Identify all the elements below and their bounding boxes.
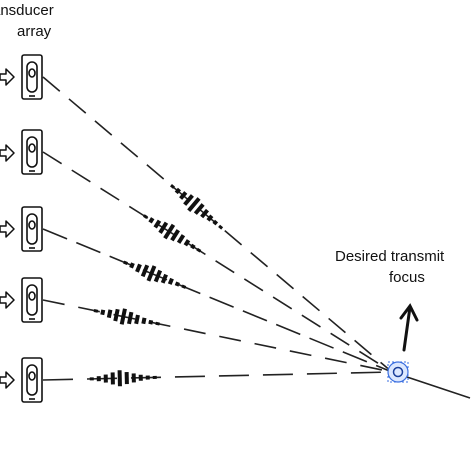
pulse-bar [96,376,101,382]
pulse-bar [89,377,94,381]
transducer-2 [21,129,43,175]
focus-label-line1: Desired transmit [335,248,445,265]
pulse-bar [176,234,186,244]
pulse-bar [103,374,108,383]
pulse-2 [142,214,202,253]
beam-path-4 [42,299,393,373]
beam-paths [42,76,471,399]
beam-path-3 [42,228,393,373]
input-arrows [0,68,15,389]
pulse-bar [124,372,129,385]
pulse-1 [170,184,224,230]
pulse-bar [146,265,157,282]
pulse-bar [187,197,201,212]
pulse-bar [148,217,155,224]
beam-path-5 [42,371,393,381]
pulse-bar [170,184,175,189]
transducer-array [21,54,43,403]
pulse-4 [93,308,160,326]
array-title-line2: array [17,23,52,40]
input-arrow-icon-1 [0,68,15,86]
pulse-bar [123,260,128,265]
pulse-bar [179,191,188,200]
pulse-bar [141,317,147,325]
input-arrow-icon-2 [0,144,15,162]
transmit-focus-marker [387,361,409,383]
pulse-bar [160,273,168,284]
pulse-bar [106,309,113,319]
pulse-3 [123,260,187,289]
focus-pointer-arrow-icon [399,303,419,352]
array-title-line1: ransducer [0,2,54,19]
transducer-4 [21,277,43,323]
pulse-bar [206,214,214,222]
pulse-bar [153,269,163,283]
pulse-bar [181,284,187,289]
pulse-bar [163,223,176,240]
pulse-bar [119,308,127,325]
transducer-3 [21,206,43,252]
pulse-bar [140,264,150,278]
beam-path-2 [42,151,393,373]
pulse-bar [113,308,120,322]
pulse-bar [135,263,142,273]
pulse-bar [170,229,180,242]
pulse-bar [193,203,205,215]
input-arrow-icon-3 [0,220,15,238]
pulse-bar [131,373,136,383]
pulse-bar [196,247,202,253]
pulse-bar [183,194,194,206]
pulse-bar [212,219,219,226]
pulse-bar [142,214,148,219]
pulse-bar [190,243,196,250]
pulse-bar [153,219,162,229]
pulse-5 [89,370,157,387]
pulse-bar [152,375,157,379]
pulse-bar [127,311,134,325]
beam-path-1 [42,76,393,373]
transducer-5 [21,357,43,403]
pulse-bar [145,375,150,380]
input-arrow-icon-4 [0,291,15,309]
pulse-bar [138,374,143,381]
pulse-bar [93,309,99,313]
pulse-bar [117,370,122,387]
transducer-1 [21,54,43,100]
pulse-bar [110,372,115,385]
pulse-packets [89,184,224,387]
pulse-bar [129,262,135,269]
pulse-bar [218,224,224,230]
pulse-bar [174,187,181,195]
pulse-bar [155,321,160,326]
pulse-bar [174,281,180,287]
pulse-bar [158,221,169,234]
pulse-bar [100,309,106,316]
focus-label-line2: focus [389,269,425,286]
pulse-bar [183,239,191,247]
pulse-bar [200,208,210,219]
input-arrow-icon-5 [0,371,15,389]
pulse-bar [167,277,174,285]
pulse-bar [148,319,154,325]
pulse-bar [134,314,140,325]
